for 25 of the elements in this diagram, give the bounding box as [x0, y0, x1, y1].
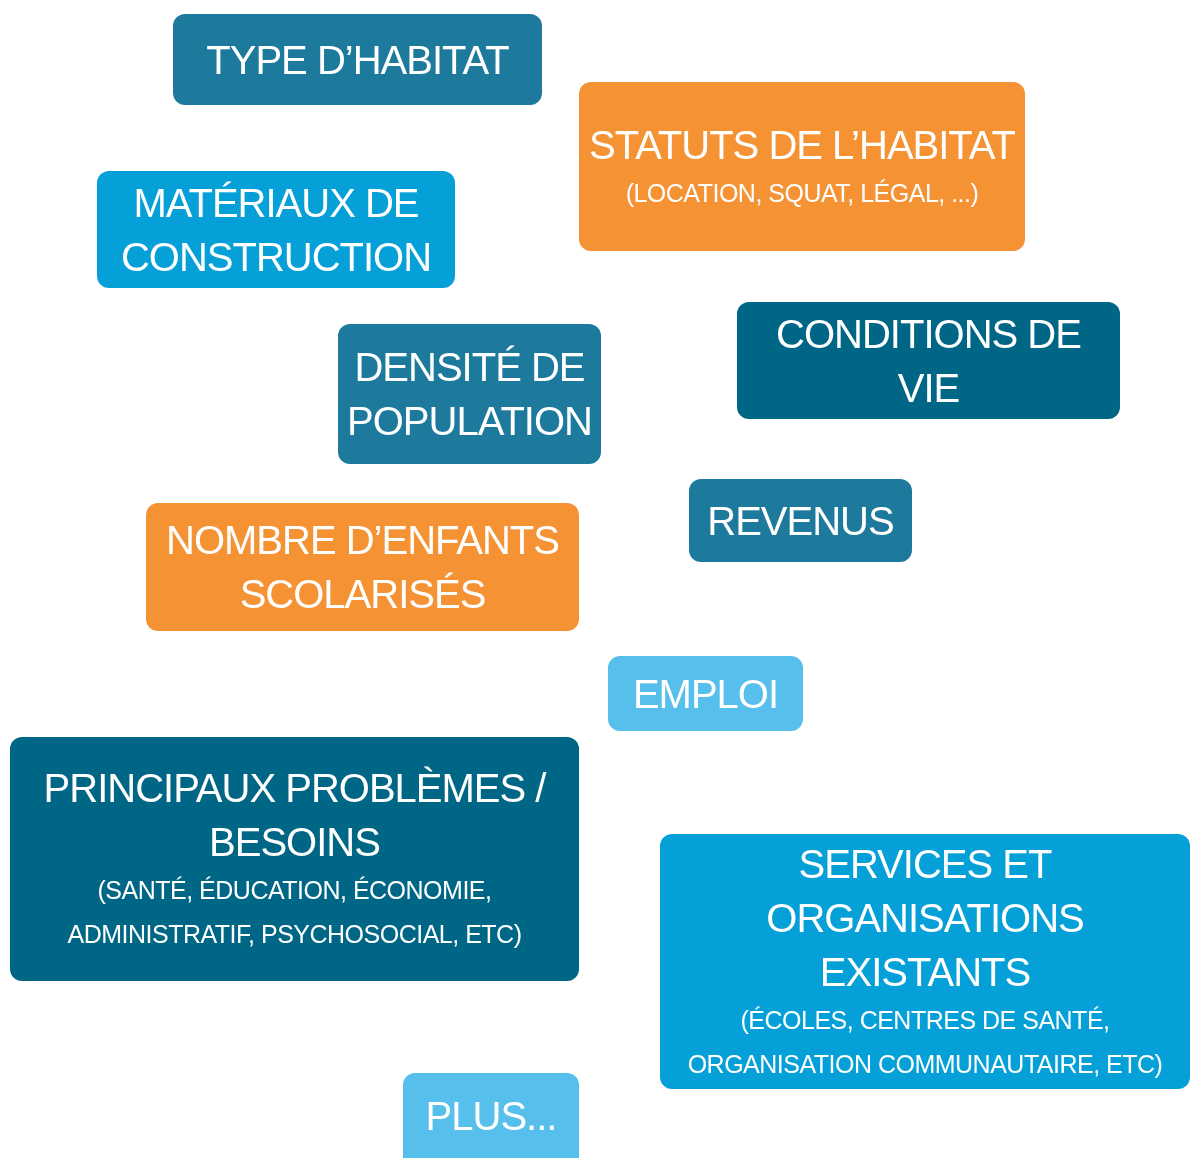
topic-title: NOMBRE D’ENFANTS SCOLARISÉS [165, 517, 560, 618]
topic-box [146, 503, 579, 631]
topic-examples: (LOCATION, SQUAT, LÉGAL, ...) [625, 177, 979, 209]
topic-title: STATUTS DE L’HABITAT [589, 121, 1015, 169]
topic-box [403, 1073, 579, 1158]
topic-box [660, 834, 1190, 1089]
topic-box [338, 324, 601, 464]
topic-title: PLUS... [425, 1093, 557, 1140]
topic-title: EMPLOI [632, 670, 779, 718]
topic-title: MATÉRIAUX DE CONSTRUCTION [119, 179, 433, 281]
topic-title: CONDITIONS DE VIE [775, 310, 1082, 412]
topic-box [173, 14, 542, 105]
topic-box [689, 479, 912, 562]
topic-box [579, 82, 1025, 251]
topic-title: PRINCIPAUX PROBLÈMES / BESOINS [42, 765, 548, 867]
topic-examples: (SANTÉ, ÉDUCATION, ÉCONOMIE, ADMINISTRATIF, PSYCHOSOCIAL, ETC) [66, 875, 523, 950]
topic-box [10, 737, 579, 981]
topic-examples: (ÉCOLES, CENTRES DE SANTÉ, ORGANISATION COMMUNAUTAIRE, ETC) [686, 1004, 1164, 1080]
topic-box [737, 302, 1120, 419]
topic-title: SERVICES ET ORGANISATIONS EXISTANTS [765, 840, 1085, 996]
topic-box [97, 171, 455, 288]
topic-title: DENSITÉ DE POPULATION [347, 344, 592, 445]
topic-title: REVENUS [707, 497, 894, 545]
topic-title: TYPE D’HABITAT [206, 36, 509, 84]
topic-box [608, 656, 803, 731]
